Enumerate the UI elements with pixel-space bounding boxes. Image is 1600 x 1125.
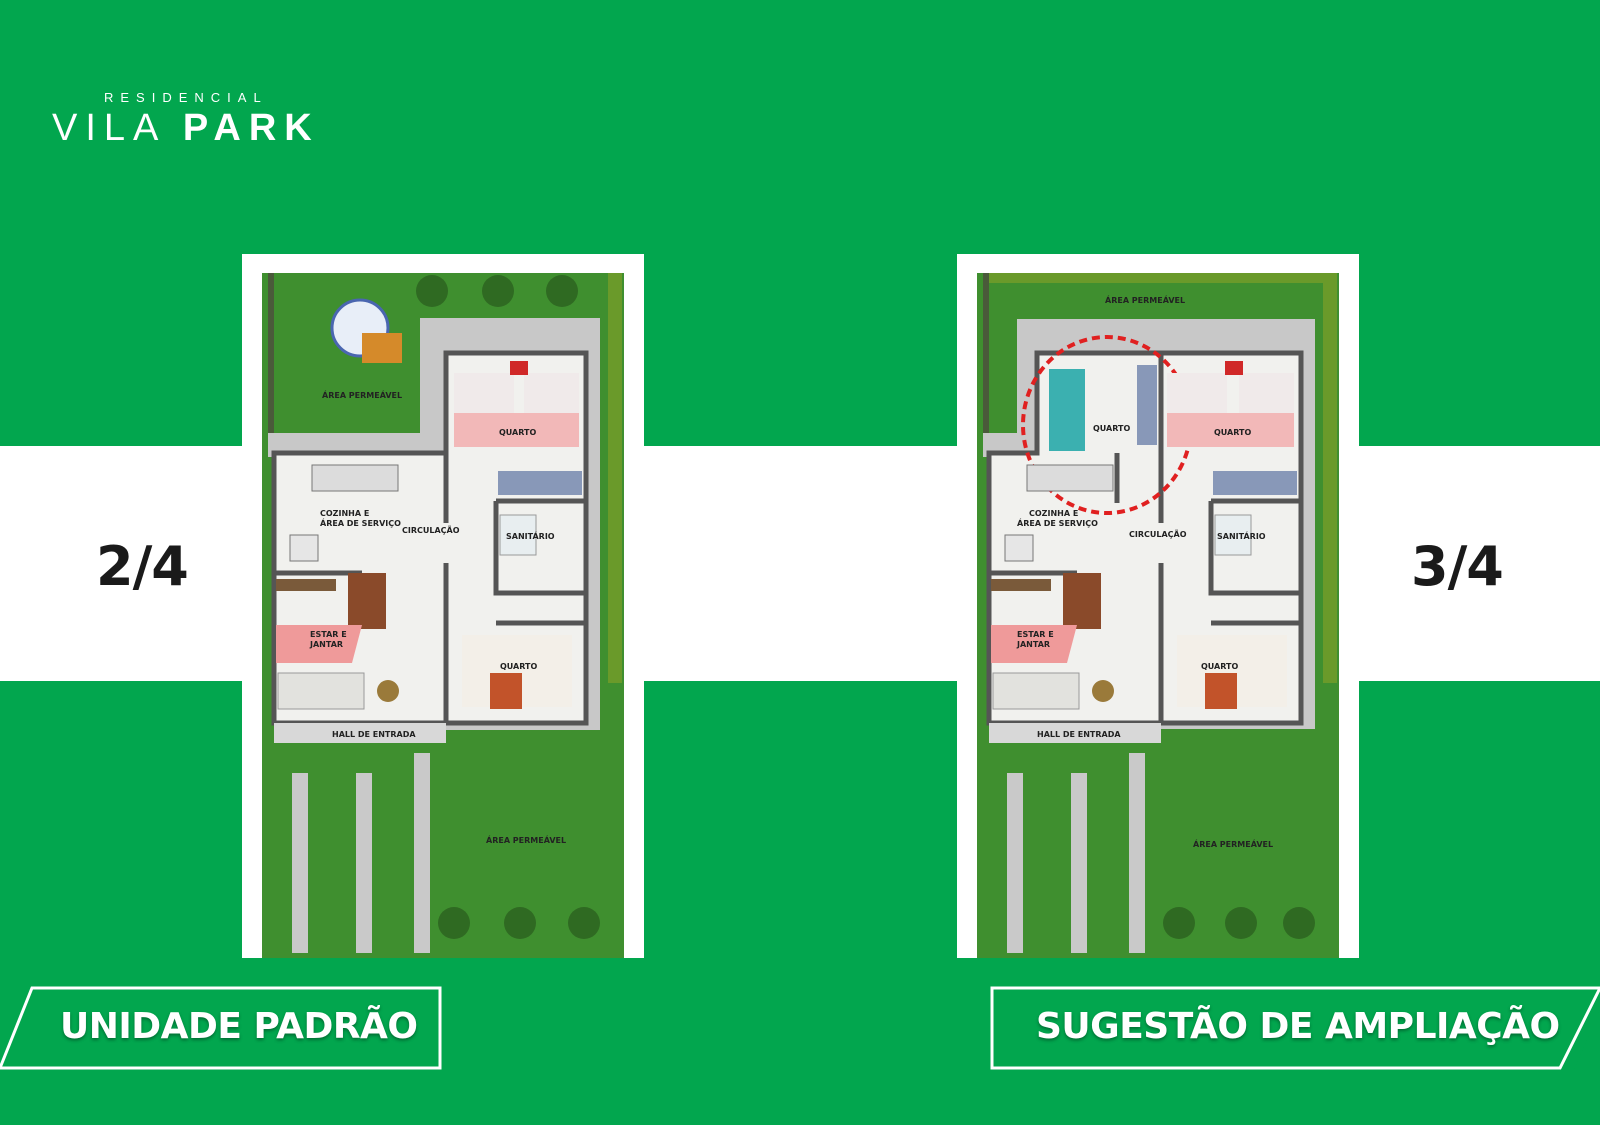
logo-word-vila: VILA — [52, 107, 165, 149]
boundary-hedge — [268, 273, 274, 443]
bed-icon — [1239, 373, 1294, 413]
label-cozinha-2: ÁREA DE SERVIÇO — [320, 517, 401, 528]
boundary-hedge — [983, 273, 989, 443]
shrubs — [1163, 907, 1315, 939]
label-estar-2: JANTAR — [1016, 640, 1050, 649]
flower-hedge — [1323, 273, 1337, 683]
flower-hedge-top — [983, 273, 1329, 283]
bed-icon — [454, 373, 514, 413]
sofa-icon — [277, 672, 365, 710]
label-estar-2: JANTAR — [309, 640, 343, 649]
hall-strip — [989, 723, 1161, 743]
label-area-top: ÁREA PERMEÁVEL — [322, 389, 402, 400]
sofa-icon — [992, 672, 1080, 710]
rug-icon — [454, 413, 579, 447]
rug-icon — [1167, 413, 1294, 447]
flower-hedge — [608, 273, 622, 683]
label-sanitario: SANITÁRIO — [506, 530, 555, 541]
washer-icon — [1004, 534, 1034, 562]
coffee-table-icon — [1092, 680, 1114, 702]
label-hall: HALL DE ENTRADA — [1037, 730, 1121, 739]
floor-plan-expansion: ÁREA PERMEÁVEL QUARTO — [977, 273, 1339, 958]
shower-icon — [1214, 514, 1252, 556]
driveway-pavers — [292, 753, 430, 953]
logo-residencial: RESIDENCIAL — [104, 90, 268, 105]
label-quarto-top: QUARTO — [499, 428, 537, 437]
white-band — [0, 446, 1600, 681]
label-estar-1: ESTAR E — [1017, 630, 1054, 639]
ratio-left: 2/4 — [96, 535, 189, 598]
label-cozinha-2: ÁREA DE SERVIÇO — [1017, 517, 1098, 528]
label-area-top: ÁREA PERMEÁVEL — [1105, 294, 1185, 305]
coffee-table-icon — [377, 680, 399, 702]
banner-standard-unit: UNIDADE PADRÃO — [0, 986, 442, 1070]
label-area-bottom: ÁREA PERMEÁVEL — [1193, 838, 1273, 849]
shrubs — [416, 275, 600, 939]
banner-frame — [990, 986, 1600, 1070]
label-quarto-new: QUARTO — [1093, 424, 1131, 433]
shower-icon — [499, 514, 537, 556]
vila-park-logo: RESIDENCIAL VILA PARK — [52, 90, 320, 147]
label-cozinha-1: COZINHA E — [320, 509, 369, 518]
label-estar-1: ESTAR E — [310, 630, 347, 639]
nightstand-icon — [1225, 361, 1243, 375]
blanket-icon — [490, 673, 522, 709]
floor-plan-panel-standard: ÁREA PERMEÁVEL QUARTO COZINHA E ÁREA DE … — [242, 254, 644, 958]
driveway-pavers — [1007, 753, 1145, 953]
dining-table-icon — [1063, 573, 1101, 629]
wardrobe-icon — [1213, 471, 1297, 495]
sideboard-icon — [276, 579, 336, 591]
label-quarto-bottom: QUARTO — [1201, 662, 1239, 671]
wardrobe-icon — [1137, 365, 1157, 445]
hall-strip — [274, 723, 446, 743]
label-cozinha-1: COZINHA E — [1029, 509, 1078, 518]
banner-standard-label: UNIDADE PADRÃO — [60, 1006, 418, 1047]
living-rug-icon — [991, 625, 1077, 663]
label-quarto-bottom: QUARTO — [500, 662, 538, 671]
label-sanitario: SANITÁRIO — [1217, 530, 1266, 541]
washer-icon — [289, 534, 319, 562]
bed-icon — [1167, 373, 1227, 413]
wardrobe-icon — [498, 471, 582, 495]
kitchen-counter-icon — [311, 464, 399, 492]
label-hall: HALL DE ENTRADA — [332, 730, 416, 739]
blanket-icon — [1205, 673, 1237, 709]
living-rug-icon — [276, 625, 362, 663]
label-area-bottom: ÁREA PERMEÁVEL — [486, 834, 566, 845]
logo-wordmark: VILA PARK — [52, 109, 320, 147]
banner-expansion-suggestion: SUGESTÃO DE AMPLIAÇÃO — [990, 986, 1600, 1070]
label-circulacao: CIRCULAÇÃO — [402, 525, 460, 535]
kitchen-counter-icon — [1026, 464, 1114, 492]
patio-table-icon — [362, 333, 402, 363]
nightstand-icon — [510, 361, 528, 375]
dining-table-icon — [348, 573, 386, 629]
label-circulacao: CIRCULAÇÃO — [1129, 529, 1187, 539]
logo-word-park: PARK — [182, 107, 320, 149]
banner-expansion-label: SUGESTÃO DE AMPLIAÇÃO — [1036, 1006, 1560, 1047]
label-quarto-top: QUARTO — [1214, 428, 1252, 437]
floor-plan-standard: ÁREA PERMEÁVEL QUARTO COZINHA E ÁREA DE … — [262, 273, 624, 958]
ratio-right: 3/4 — [1411, 535, 1504, 598]
single-bed-icon — [1049, 369, 1085, 451]
floor-plan-panel-expansion: ÁREA PERMEÁVEL QUARTO — [957, 254, 1359, 958]
bed-icon — [524, 373, 579, 413]
banner-frame — [0, 986, 442, 1070]
sideboard-icon — [991, 579, 1051, 591]
